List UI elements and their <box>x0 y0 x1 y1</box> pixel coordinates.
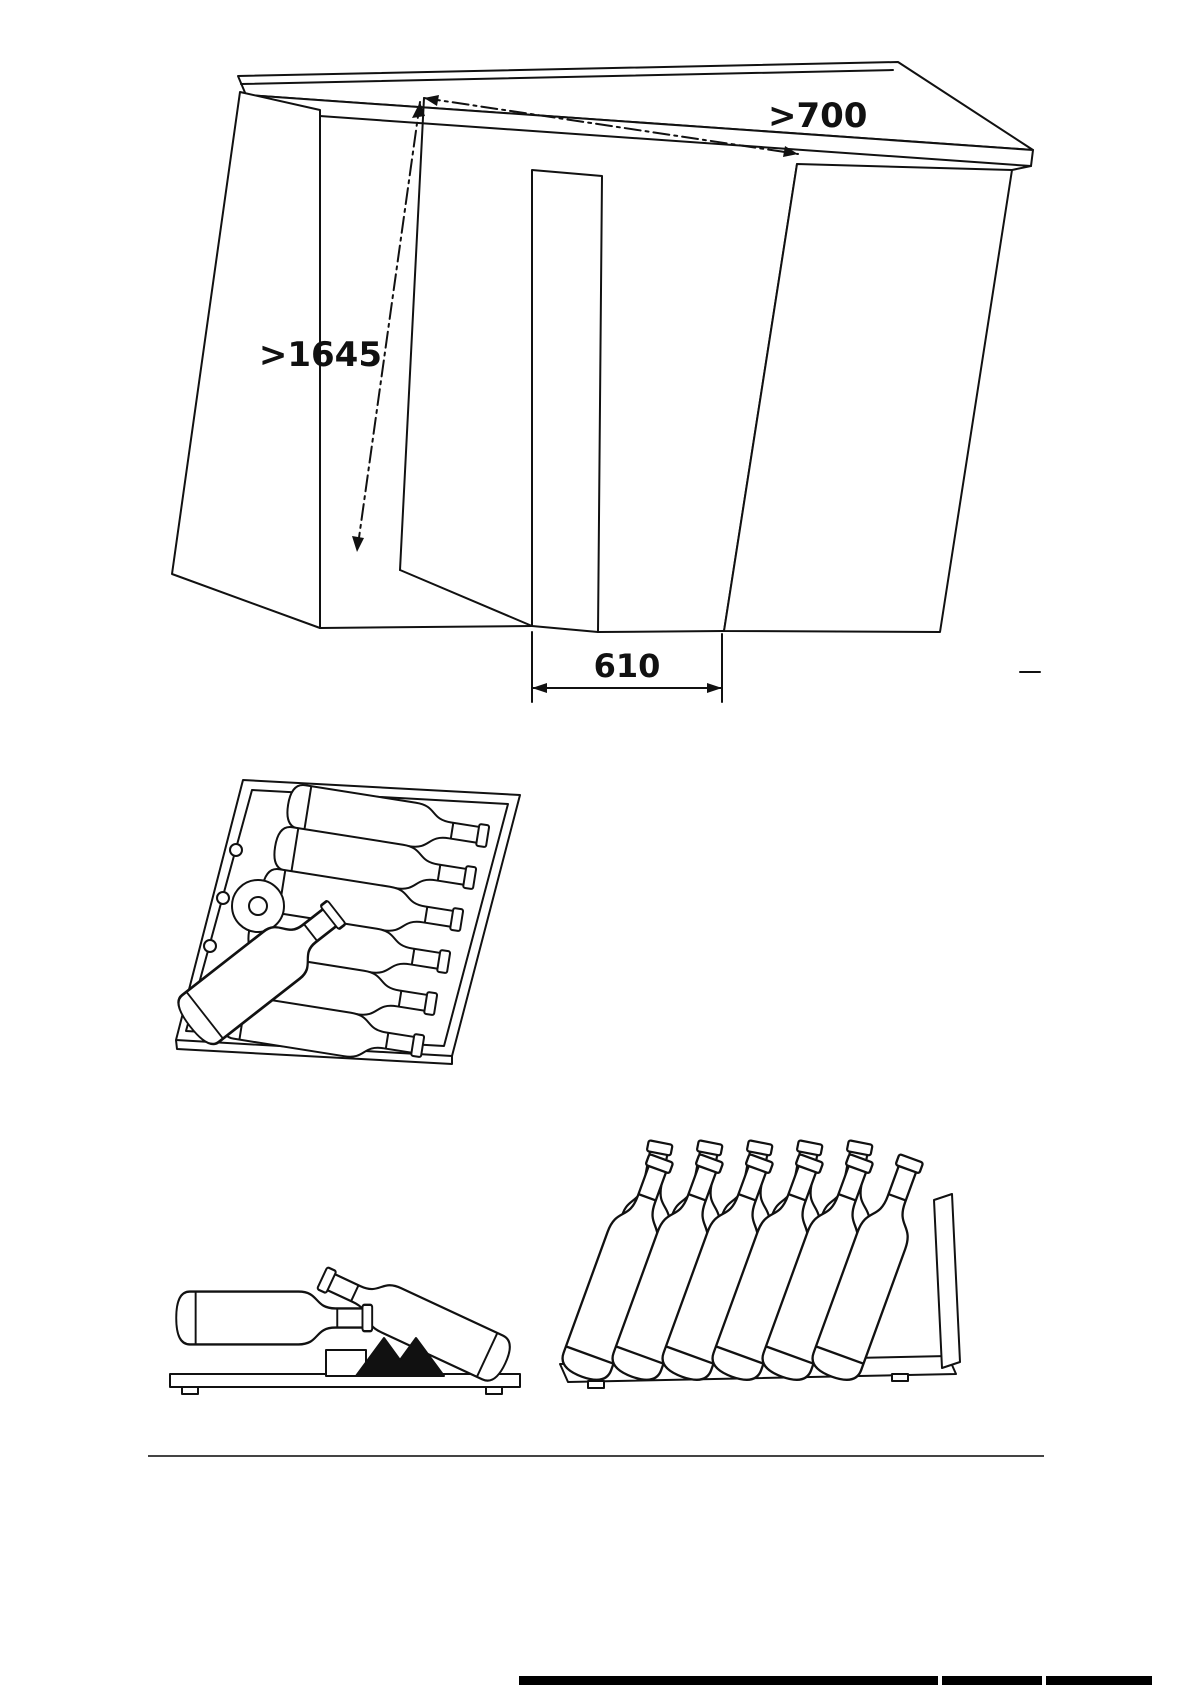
divider-panel <box>531 169 603 633</box>
niche-floor-front-edge <box>319 625 533 629</box>
niche-height-label: >1645 <box>259 335 382 375</box>
page-edge-bar <box>519 1676 1152 1685</box>
right-cabinet-panel <box>723 163 1013 633</box>
middle-cabinet-bottom-edge <box>597 630 725 633</box>
arrowhead <box>783 146 798 157</box>
right-cabinet-top-connector <box>1011 165 1032 171</box>
depth-dim-line <box>423 97 799 155</box>
bar-segment <box>1046 1676 1152 1685</box>
arrowhead <box>532 683 547 693</box>
slat-bump <box>216 891 230 905</box>
shelf-foot <box>485 1386 503 1395</box>
flat-bottle <box>175 1290 374 1346</box>
bottle-end-view-punt <box>248 896 268 916</box>
dimension-centerlines <box>356 97 799 553</box>
shelf-foot <box>181 1386 199 1395</box>
niche-width-label: 610 <box>594 647 661 685</box>
rack-right-support <box>933 1193 961 1369</box>
niche-depth-label: >700 <box>768 96 867 136</box>
countertop-back-rail <box>240 69 894 85</box>
bar-segment <box>942 1676 1042 1685</box>
shelf-thickness-edge <box>175 1039 453 1065</box>
arrowhead <box>707 683 722 693</box>
slat-bump <box>203 939 217 953</box>
cabinet-niche-diagram: >700 >1645 610 <box>171 61 1041 703</box>
wine-shelf-diagram <box>170 779 521 1070</box>
arrowhead <box>412 102 425 118</box>
bar-segment <box>519 1676 938 1685</box>
slat-bump <box>229 843 243 857</box>
arrowhead <box>424 95 439 106</box>
bottle-placement-diagram <box>169 1254 521 1395</box>
rack-foot <box>891 1373 909 1382</box>
rack-foot <box>587 1380 605 1389</box>
niche-back-edge <box>399 97 425 571</box>
wedge-support <box>355 1337 445 1377</box>
bottle-stack-diagram <box>556 1136 961 1389</box>
arrowhead <box>352 536 364 552</box>
niche-floor-back-edge <box>399 569 533 627</box>
height-dim-line <box>356 101 421 553</box>
